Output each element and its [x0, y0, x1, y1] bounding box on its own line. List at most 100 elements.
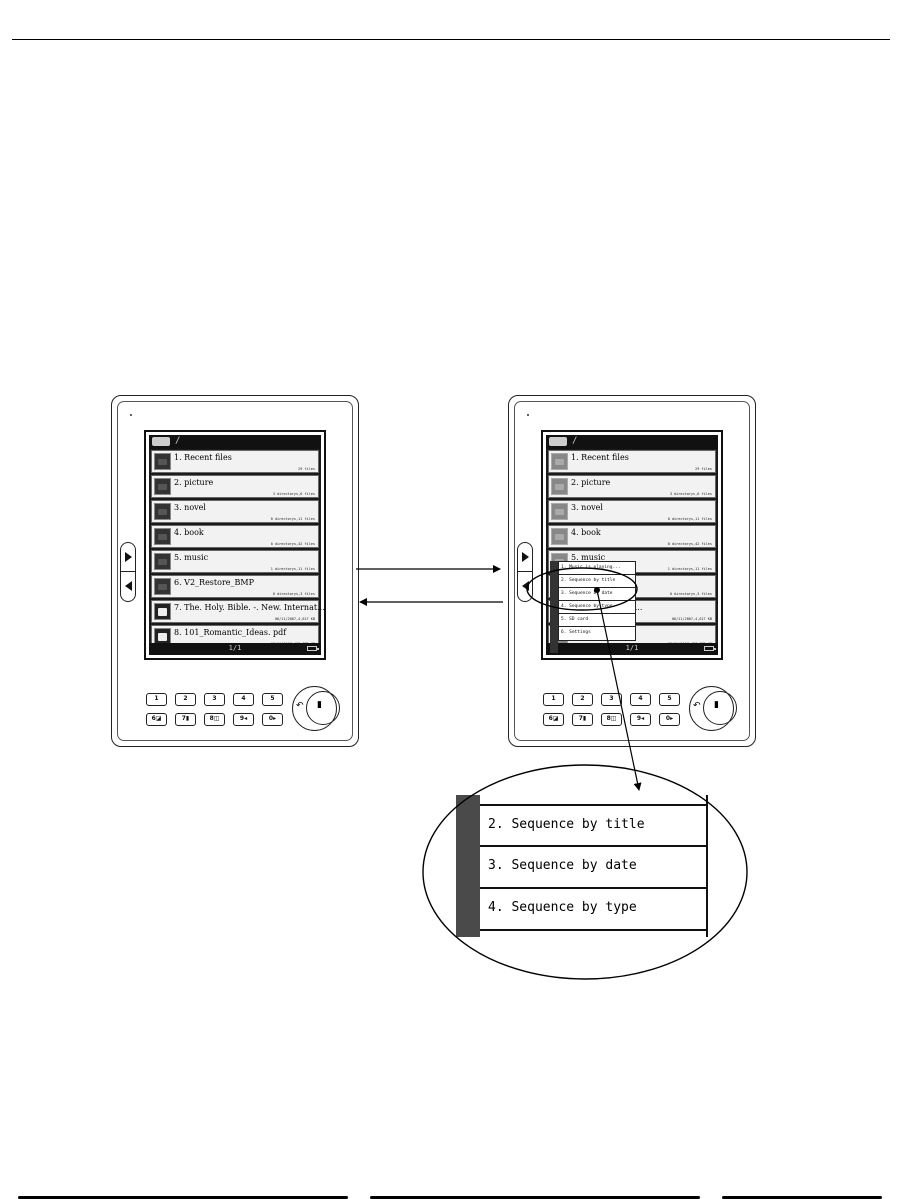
key-7[interactable]: 7▮ [572, 713, 593, 726]
menu-item[interactable]: 2. Sequence by title [559, 575, 635, 588]
folder-icon [154, 528, 171, 545]
file-list-item[interactable]: 5. music 1 directorys,11 files [151, 550, 319, 573]
page-turn-buttons[interactable] [120, 542, 136, 602]
file-name: 6. V2_Restore_BMP [174, 578, 254, 587]
file-list-item[interactable]: 7. The. Holy. Bible. -. New. Internat...… [151, 600, 325, 623]
folder-icon [154, 578, 171, 595]
menu-item[interactable]: 4. Sequence by type [559, 601, 635, 614]
zoomed-menu-callout: 2. Sequence by title 3. Sequence by date… [456, 795, 708, 937]
next-page-icon[interactable] [522, 552, 529, 562]
key-9[interactable]: 9◂ [630, 713, 651, 726]
key-2[interactable]: 2 [572, 693, 593, 706]
file-list-item[interactable]: 4. book 0 directorys,42 files [151, 525, 319, 548]
folder-icon [551, 528, 568, 545]
file-list-item[interactable]: 3. novel 0 directorys,11 files [151, 500, 319, 523]
zoom-scroll-bar [456, 795, 480, 937]
file-info: 29 files [298, 467, 315, 471]
key-3[interactable]: 3 [601, 693, 622, 706]
file-name: 8. 101_Romantic_Ideas. pdf [174, 628, 287, 637]
file-name: 4. book [174, 528, 204, 537]
key-9[interactable]: 9◂ [233, 713, 254, 726]
key-0[interactable]: 0▸ [262, 713, 283, 726]
key-4[interactable]: 4 [630, 693, 651, 706]
key-7[interactable]: 7▮ [175, 713, 196, 726]
next-page-icon[interactable] [125, 552, 132, 562]
file-list-item[interactable]: 4. book 0 directorys,42 files [548, 525, 716, 548]
menu-item[interactable]: 3. Sequence by date [559, 588, 635, 601]
file-list-item[interactable]: 1. Recent files 29 files [548, 450, 716, 473]
key-6[interactable]: 6◪ [146, 713, 167, 726]
key-1[interactable]: 1 [146, 693, 167, 706]
folder-icon [154, 503, 171, 520]
file-info: 1 directorys,11 files [270, 567, 315, 571]
file-info: 06/11/2007,4,617 KB [671, 617, 712, 621]
key-8[interactable]: 8◫ [601, 713, 622, 726]
key-0[interactable]: 0▸ [659, 713, 680, 726]
file-info: 0 directorys,11 files [270, 517, 315, 521]
menu-icon[interactable]: ▮ [317, 700, 322, 710]
file-name: 3. novel [174, 503, 206, 512]
nav-ring[interactable]: ↶ ▮ [689, 686, 737, 731]
folder-icon [551, 503, 568, 520]
prev-page-icon[interactable] [125, 581, 132, 591]
zoom-menu-item[interactable]: 3. Sequence by date [488, 858, 637, 873]
file-info: 0 directorys,42 files [667, 542, 712, 546]
folder-icon [154, 478, 171, 495]
menu-item[interactable]: 6. Settings [559, 627, 635, 640]
key-5[interactable]: 5 [659, 693, 680, 706]
key-4[interactable]: 4 [233, 693, 254, 706]
zoom-menu-item[interactable]: 2. Sequence by title [488, 817, 645, 832]
file-info: 3 directorys,6 files [272, 492, 315, 496]
status-bar: 1/1 [546, 643, 718, 655]
zoom-divider [480, 845, 706, 847]
screen-titlebar: / [546, 435, 718, 449]
file-list-item[interactable]: 1. Recent files 29 files [151, 450, 319, 473]
bottom-rule [0, 1196, 899, 1199]
file-name: 1. Recent files [174, 453, 232, 462]
key-1[interactable]: 1 [543, 693, 564, 706]
key-6[interactable]: 6◪ [543, 713, 564, 726]
menu-button[interactable] [306, 691, 340, 725]
back-icon[interactable]: ↶ [693, 701, 701, 711]
back-icon[interactable]: ↶ [296, 701, 304, 711]
current-path: / [572, 436, 578, 446]
menu-icon[interactable]: ▮ [714, 700, 719, 710]
page-button-divider [121, 571, 135, 572]
screen-titlebar: / [149, 435, 321, 449]
prev-page-icon[interactable] [522, 581, 529, 591]
file-name: 2. picture [571, 478, 611, 487]
menu-button[interactable] [703, 691, 737, 725]
file-name: 5. music [174, 553, 209, 562]
file-name: 4. book [571, 528, 601, 537]
key-8[interactable]: 8◫ [204, 713, 225, 726]
file-list-item[interactable]: 8. 101_Romantic_Ideas. pdf08/11/2007,437… [151, 625, 319, 648]
zoom-divider [480, 929, 706, 931]
menu-item[interactable]: 1. Music is playing... [559, 562, 635, 575]
file-info: 06/11/2007,4,617 KB [274, 617, 315, 621]
file-name: 5. music [571, 553, 606, 562]
key-3[interactable]: 3 [204, 693, 225, 706]
zoom-menu-item[interactable]: 4. Sequence by type [488, 900, 637, 915]
page-turn-buttons[interactable] [517, 542, 533, 602]
nav-ring[interactable]: ↶ ▮ [292, 686, 340, 731]
menu-scroll-bar [550, 561, 558, 653]
file-info: 0 directorys,3 files [669, 592, 712, 596]
key-2[interactable]: 2 [175, 693, 196, 706]
menu-item[interactable]: 5. SD card [559, 614, 635, 627]
file-info: 0 directorys,42 files [270, 542, 315, 546]
file-name: 1. Recent files [571, 453, 629, 462]
top-rule [12, 39, 890, 40]
current-path: / [175, 436, 181, 446]
file-name: 7. The. Holy. Bible. -. New. Internat... [174, 603, 325, 612]
key-5[interactable]: 5 [262, 693, 283, 706]
file-info: 29 files [695, 467, 712, 471]
